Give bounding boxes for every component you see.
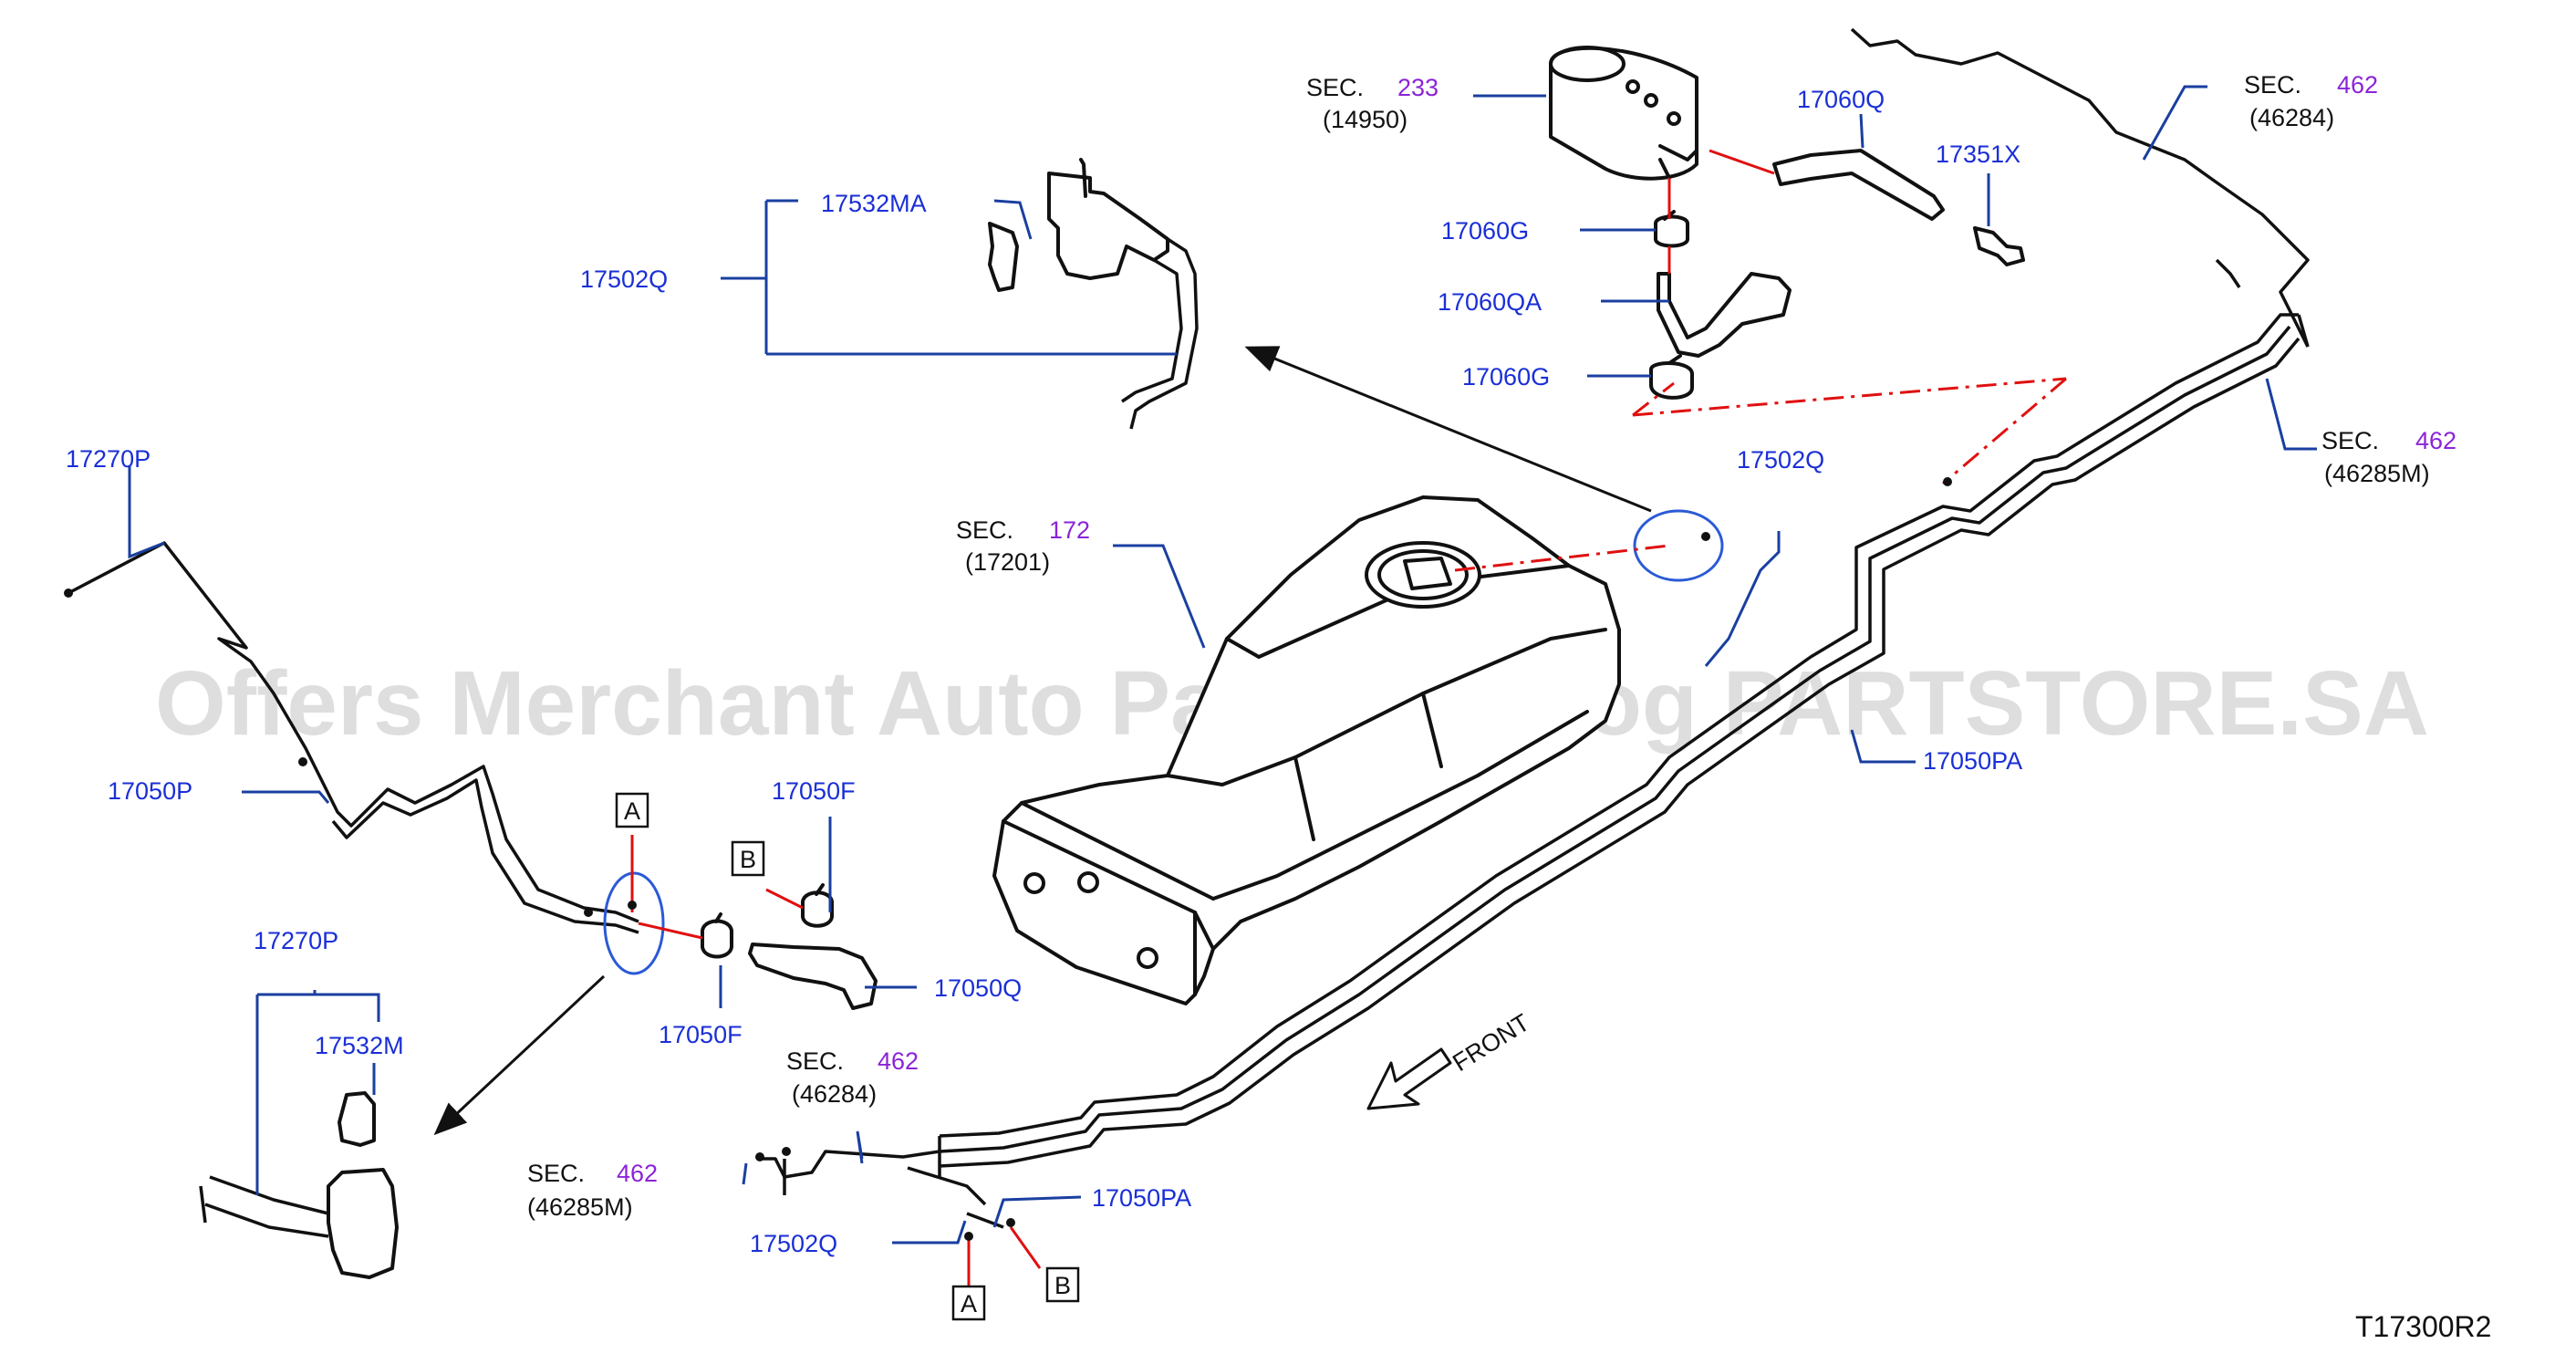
section-233-number: 233 xyxy=(1397,74,1439,101)
quick-connector-assembly-top xyxy=(988,158,1199,430)
callout-17270p-bottom[interactable]: 17270P xyxy=(254,927,338,954)
section-462-b[interactable]: SEC. 462 (46285M) xyxy=(2322,427,2457,487)
marker-b-top-label: B xyxy=(740,846,756,873)
section-172-code: (17201) xyxy=(965,548,1050,576)
marker-b-top[interactable]: B xyxy=(731,840,765,877)
detail-arrow-top xyxy=(1244,346,1652,513)
body-frame-outline xyxy=(1850,27,2310,348)
clamp-17060g-upper xyxy=(1654,210,1689,248)
section-462-d-code: (46285M) xyxy=(527,1193,633,1221)
callout-17060qa[interactable]: 17060QA xyxy=(1438,288,1542,316)
callout-17502q-bottom[interactable]: 17502Q xyxy=(750,1230,837,1257)
section-462-b-prefix: SEC. xyxy=(2322,427,2379,454)
marker-a-top[interactable]: A xyxy=(615,792,649,828)
section-172[interactable]: SEC. 172 (17201) xyxy=(956,516,1090,576)
marker-a-bottom[interactable]: A xyxy=(951,1285,986,1321)
section-233-prefix: SEC. xyxy=(1306,74,1364,101)
callout-17050p[interactable]: 17050P xyxy=(108,777,192,805)
diagram-id: T17300R2 xyxy=(2355,1310,2491,1343)
callout-17532ma[interactable]: 17532MA xyxy=(821,190,927,217)
pipe-dots xyxy=(298,477,1952,1241)
section-462-c-number: 462 xyxy=(878,1047,919,1075)
callout-17050q[interactable]: 17050Q xyxy=(934,974,1022,1002)
connector-lines xyxy=(630,149,2067,1286)
callout-17351x[interactable]: 17351X xyxy=(1936,141,2020,168)
clamp-17050f-top xyxy=(801,883,834,928)
marker-b-bottom[interactable]: B xyxy=(1045,1266,1080,1303)
callout-17050pa-bottom[interactable]: 17050PA xyxy=(1092,1184,1191,1212)
fuel-pipe-17050p xyxy=(64,541,639,934)
hose-17060q xyxy=(1772,149,1945,221)
section-462-c-code: (46284) xyxy=(792,1080,877,1108)
evap-canister xyxy=(1549,46,1698,181)
callout-17060q[interactable]: 17060Q xyxy=(1797,86,1885,113)
clamp-17060g-lower xyxy=(1649,354,1694,400)
section-labels: SEC. 233 (14950) SEC. 462 (46284) SEC. 4… xyxy=(527,71,2457,1221)
section-462-c-prefix: SEC. xyxy=(786,1047,844,1075)
section-462-b-number: 462 xyxy=(2415,427,2457,454)
section-462-d[interactable]: SEC. 462 (46285M) xyxy=(527,1160,658,1221)
leader-lines xyxy=(128,85,2317,1245)
callout-17502q-mid[interactable]: 17502Q xyxy=(1737,446,1824,474)
front-label: FRONT xyxy=(1448,1008,1534,1077)
callout-17050f-top[interactable]: 17050F xyxy=(772,777,856,805)
callout-17502q-top[interactable]: 17502Q xyxy=(580,266,668,293)
section-233[interactable]: SEC. 233 (14950) xyxy=(1306,74,1439,133)
section-462-d-prefix: SEC. xyxy=(527,1160,585,1187)
detail-circle-left xyxy=(603,871,665,975)
part-callouts: 17532MA 17502Q 17060Q 17351X 17060G 1706… xyxy=(66,86,2022,1257)
callout-17270p-top[interactable]: 17270P xyxy=(66,445,151,473)
marker-a-bottom-label: A xyxy=(961,1290,977,1318)
marker-b-bottom-label: B xyxy=(1054,1272,1071,1299)
clamp-17050f-bottom xyxy=(701,912,733,959)
section-462-a[interactable]: SEC. 462 (46284) xyxy=(2244,71,2378,131)
fuel-tank xyxy=(992,495,1621,1005)
marker-a-top-label: A xyxy=(624,797,640,825)
section-462-d-number: 462 xyxy=(617,1160,658,1187)
clip-17351x xyxy=(1973,226,2025,266)
front-indicator: FRONT xyxy=(1366,1008,1534,1110)
section-172-prefix: SEC. xyxy=(956,516,1013,544)
section-462-b-code: (46285M) xyxy=(2324,460,2430,487)
detail-arrow-left xyxy=(433,974,606,1136)
hose-17050q xyxy=(748,943,878,1010)
section-462-a-code: (46284) xyxy=(2249,104,2334,131)
callout-17050pa-right[interactable]: 17050PA xyxy=(1923,747,2022,775)
section-172-number: 172 xyxy=(1049,516,1090,544)
callout-17060g-a[interactable]: 17060G xyxy=(1441,217,1529,245)
callout-17050f-bottom[interactable]: 17050F xyxy=(659,1021,743,1048)
quick-connector-assembly-bottom xyxy=(199,1091,399,1279)
section-233-code: (14950) xyxy=(1323,106,1407,133)
section-462-c[interactable]: SEC. 462 (46284) xyxy=(786,1047,919,1108)
section-462-a-number: 462 xyxy=(2337,71,2378,99)
callout-17532m[interactable]: 17532M xyxy=(315,1032,404,1059)
detail-circle-tank xyxy=(1633,509,1724,582)
callout-17060g-b[interactable]: 17060G xyxy=(1462,363,1550,391)
hose-17060qa xyxy=(1657,272,1792,358)
section-462-a-prefix: SEC. xyxy=(2244,71,2301,99)
fuel-pipe-bundle xyxy=(757,313,2301,1229)
